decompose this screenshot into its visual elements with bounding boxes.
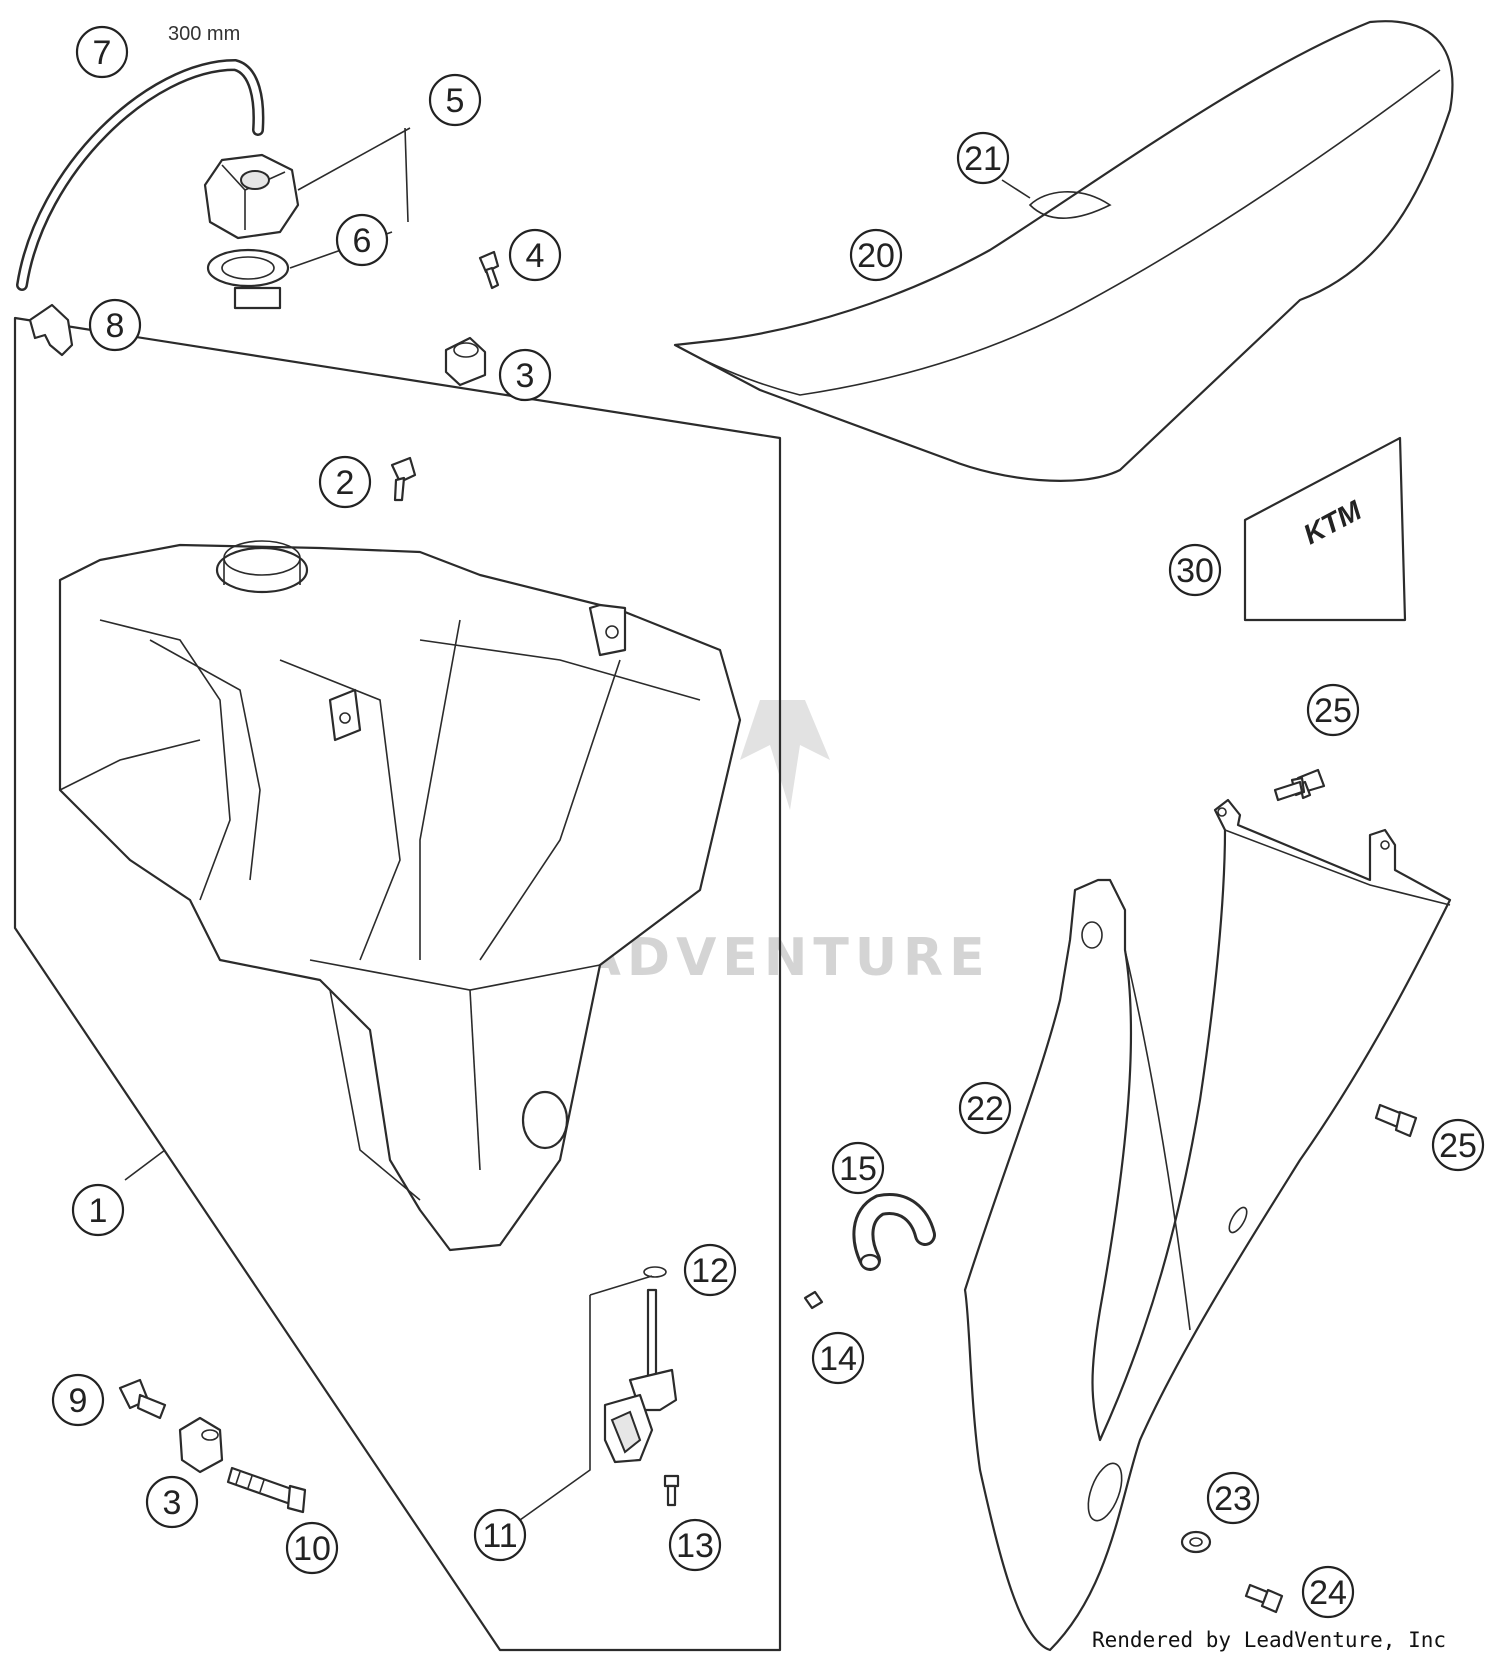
callout-3-top: 3 <box>498 348 552 402</box>
callout-24: 24 <box>1301 1565 1355 1619</box>
bolt-25-right <box>1374 1103 1418 1138</box>
svg-text:2: 2 <box>336 464 355 502</box>
svg-text:8: 8 <box>106 307 125 345</box>
svg-text:3: 3 <box>163 1484 182 1522</box>
tank-assembly-frame <box>13 316 782 1652</box>
seat <box>673 20 1454 482</box>
callout-15: 15 <box>831 1141 885 1195</box>
svg-text:10: 10 <box>293 1530 331 1568</box>
o-ring <box>643 1266 667 1278</box>
svg-text:20: 20 <box>857 237 895 275</box>
callout-13: 13 <box>668 1518 722 1572</box>
callout-8: 8 <box>88 298 142 352</box>
svg-text:5: 5 <box>446 82 465 120</box>
callout-6: 6 <box>335 213 389 267</box>
screw-2 <box>390 456 417 502</box>
callout-21: 21 <box>956 131 1010 185</box>
bolt-24 <box>1244 1583 1284 1614</box>
svg-text:25: 25 <box>1314 692 1352 730</box>
svg-text:21: 21 <box>964 140 1002 178</box>
callout-14: 14 <box>811 1331 865 1385</box>
hose-clamp <box>803 1290 824 1310</box>
bushing-3-top <box>444 336 487 387</box>
callout-22: 22 <box>958 1081 1012 1135</box>
svg-text:12: 12 <box>691 1252 729 1290</box>
callout-25-top: 25 <box>1306 683 1360 737</box>
callout-3-bottom: 3 <box>145 1475 199 1529</box>
side-panel <box>963 798 1452 1652</box>
watermark-logo-icon <box>740 700 830 810</box>
bolt-10 <box>226 1466 307 1514</box>
callout-10: 10 <box>285 1521 339 1575</box>
svg-text:30: 30 <box>1176 552 1214 590</box>
elbow-fitting <box>28 303 74 357</box>
svg-text:9: 9 <box>69 1382 88 1420</box>
callout-2: 2 <box>318 455 372 509</box>
cap-gasket <box>206 248 290 310</box>
svg-text:14: 14 <box>819 1340 857 1378</box>
svg-text:22: 22 <box>966 1090 1004 1128</box>
svg-text:24: 24 <box>1309 1574 1347 1612</box>
callout-4: 4 <box>508 228 562 282</box>
svg-text:3: 3 <box>516 357 535 395</box>
fuel-cap <box>203 153 300 240</box>
bolt-25-top <box>1273 768 1326 802</box>
svg-text:11: 11 <box>482 1517 517 1555</box>
screw-13 <box>663 1474 680 1507</box>
callouts: 7 5 6 8 4 3 2 1 9 3 10 11 12 13 14 15 21… <box>51 25 1485 1619</box>
svg-text:1: 1 <box>89 1192 108 1230</box>
screw-4 <box>478 250 500 290</box>
credit-text: Rendered by LeadVenture, Inc <box>1092 1628 1446 1652</box>
callout-11: 11 <box>473 1508 527 1562</box>
svg-text:15: 15 <box>839 1150 877 1188</box>
svg-text:23: 23 <box>1214 1480 1252 1518</box>
callout-25-right: 25 <box>1431 1118 1485 1172</box>
svg-text:25: 25 <box>1439 1127 1477 1165</box>
hose-length-note: 300 mm <box>168 23 240 45</box>
svg-text:7: 7 <box>93 34 112 72</box>
spacer-3-bottom <box>178 1416 224 1474</box>
callout-5: 5 <box>428 73 482 127</box>
callout-23: 23 <box>1206 1471 1260 1525</box>
svg-text:4: 4 <box>526 237 545 275</box>
callout-30: 30 <box>1168 543 1222 597</box>
callout-20: 20 <box>849 228 903 282</box>
svg-text:6: 6 <box>353 222 372 260</box>
washer-23 <box>1180 1530 1212 1554</box>
svg-text:13: 13 <box>676 1527 714 1565</box>
callout-9: 9 <box>51 1373 105 1427</box>
fuel-tap <box>603 1288 678 1464</box>
fuel-tank <box>58 540 742 1252</box>
seat-sticker: KTM <box>1243 436 1407 622</box>
callout-7: 7 <box>75 25 129 79</box>
callout-12: 12 <box>683 1243 737 1297</box>
callout-1: 1 <box>71 1183 125 1237</box>
bolt-9 <box>118 1378 167 1420</box>
